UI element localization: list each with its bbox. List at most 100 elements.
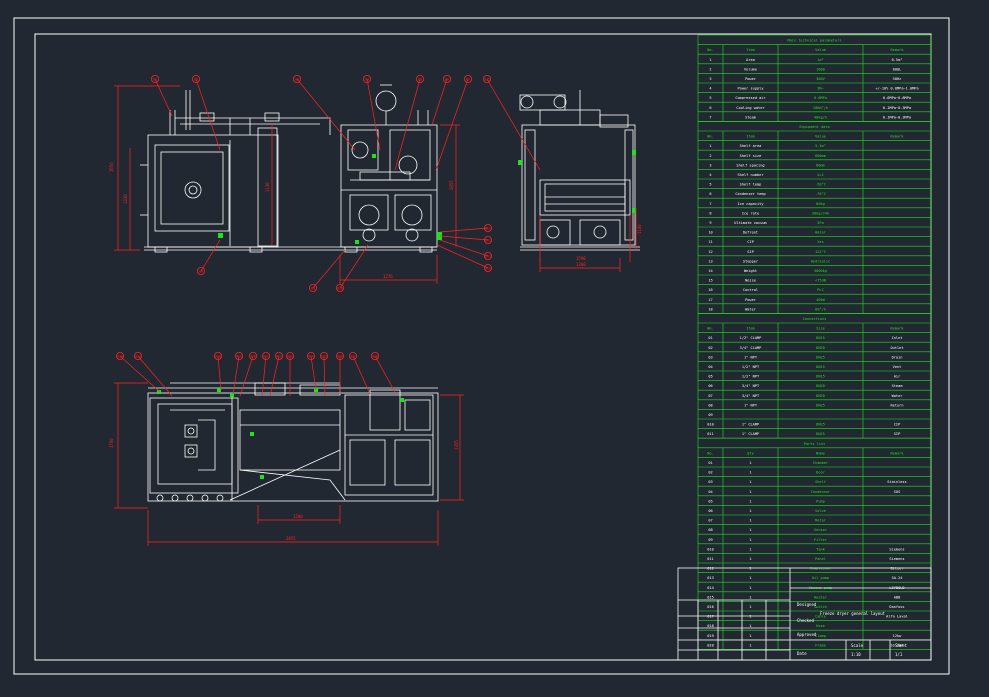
leader-line (137, 355, 173, 397)
table-cell: 7 (709, 115, 711, 119)
table-cell: 0.6MPa (814, 96, 827, 100)
balloon-label: 02 (194, 77, 198, 81)
table-cell: 09 (708, 413, 712, 417)
front-dimensions (114, 85, 460, 284)
balloon-circle (348, 351, 357, 360)
leader-line (154, 78, 173, 117)
table-cell: Shelf size (740, 154, 762, 158)
table-cell: Yes (817, 240, 824, 244)
balloon-circle (306, 351, 315, 360)
balloon-circle (483, 263, 492, 272)
table-cell: 5 (709, 96, 711, 100)
dim-plan-right: 1355 (454, 440, 459, 450)
dim-plan-height: 1700 (109, 438, 114, 448)
table-cell: Weight (744, 269, 757, 273)
table-cell: 1 (749, 557, 751, 561)
table-cell: 800L (893, 67, 902, 71)
table-cell: 1/2" NPT (742, 365, 760, 369)
table-cell: 5.4m² (815, 144, 826, 148)
table-cell: 018 (707, 624, 714, 628)
table-cell: 1 (749, 634, 751, 638)
balloon-circle (415, 75, 424, 84)
table-cell: Compressor (810, 567, 832, 571)
table-cell: -70°C (815, 192, 826, 196)
title-scale-value: 1:10 (851, 652, 861, 657)
table-header: No. (707, 451, 714, 455)
dim-plan-total: 2855 (286, 536, 296, 541)
table-cell: 121°C (815, 250, 826, 254)
table-cell: 1 (749, 461, 751, 465)
table-cell: 380V (816, 77, 825, 81)
plan-view (147, 382, 439, 502)
table-cell: 18 (708, 307, 712, 311)
balloon-label: 025 (321, 354, 327, 358)
table-cell: 09 (708, 538, 712, 542)
balloon-label: 016 (117, 354, 123, 358)
table-cell: 0.1MPa~0.3MPa (883, 115, 911, 119)
balloon-circle (483, 235, 492, 244)
title-block (677, 567, 932, 661)
title-label-checked: Checked (797, 618, 814, 623)
title-sheet-label: Sheet (895, 643, 908, 648)
balloon-circle (335, 351, 344, 360)
balloon-label: 07 (466, 77, 470, 81)
table-cell: 3 (709, 163, 711, 167)
table-cell: 20kg/24h (812, 211, 829, 215)
table-cell: 1/2" CLAMP (740, 336, 762, 340)
table-cell: DN15 (816, 336, 825, 340)
table-header: Item (746, 327, 755, 331)
table-cell: 4 (709, 87, 711, 91)
table-cell: 01 (708, 336, 712, 340)
table-cell: Cooling water (736, 106, 765, 110)
dim-front-left: 1330 (123, 194, 128, 204)
table-cell: 1" CLAMP (742, 423, 759, 427)
table-cell: Siemens (889, 547, 904, 551)
table-cell: Shelf (815, 480, 826, 484)
leader-line (374, 355, 396, 393)
balloon-label: 024 (308, 354, 314, 358)
table-cell: -50°C (815, 183, 826, 187)
table-cell: 1 (749, 528, 751, 532)
balloon-circle (292, 75, 301, 84)
table-cell: Door (816, 471, 825, 475)
table-cell: 12kw (893, 634, 902, 638)
table-cell: DN20 (816, 394, 825, 398)
table-cell: DN20 (816, 384, 825, 388)
dim-front-panel: 1130 (265, 182, 270, 192)
balloon-label: 011 (485, 226, 491, 230)
table-header: Qty (747, 451, 754, 455)
table-cell: Power (745, 298, 757, 302)
table-cell: 3/4" NPT (742, 384, 760, 388)
dim-chamber-width: 1276 (383, 274, 393, 279)
front-view (140, 84, 438, 253)
table-cell: SIP (894, 432, 901, 436)
table-cell: 0.1MPa~0.3MPa (883, 106, 911, 110)
table-cell: Siemens (889, 557, 904, 561)
table-cell: 2 (749, 615, 751, 619)
leader-line (200, 239, 221, 272)
table-cell: 05 (708, 375, 712, 379)
title-sheet-value: 1/1 (895, 652, 903, 657)
table-cell: 14 (708, 269, 712, 273)
table-cell: 6 (709, 106, 711, 110)
balloon-circle (370, 351, 379, 360)
balloon-circle (308, 283, 317, 292)
front-green-parts (218, 154, 442, 244)
balloon-label: 03 (295, 77, 299, 81)
table-cell: 1" NPT (744, 403, 758, 407)
table-cell: CIP (747, 240, 754, 244)
table-cell: Switch (814, 605, 827, 609)
dim-side-bottom: 1590 (576, 256, 586, 261)
balloon-circle (248, 351, 257, 360)
leader-line (269, 355, 280, 397)
leader-line (366, 78, 381, 151)
table-cell: 03 (708, 480, 712, 484)
table-cell: 013 (707, 576, 714, 580)
title-block-text: Freeze dryer general layout Designed Che… (797, 602, 908, 657)
balloon-label: 026 (337, 354, 343, 358)
side-dimension-text: 1360 1100 1590 (576, 224, 642, 267)
table-cell: Water (892, 394, 904, 398)
table-cell: 5 (709, 183, 711, 187)
